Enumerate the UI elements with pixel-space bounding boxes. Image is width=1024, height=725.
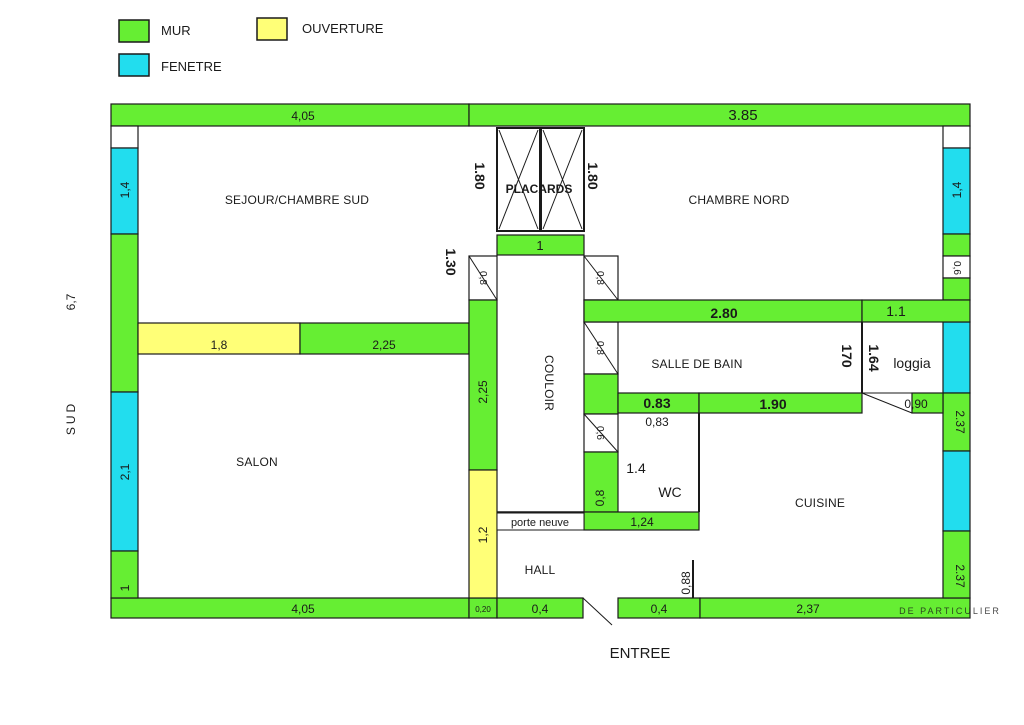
dim-bath-170: 170 [839, 344, 855, 368]
window-right-mid [942, 450, 971, 532]
wall-bottom-left [110, 597, 470, 619]
placards [496, 127, 585, 256]
dim-placard-right: 1.80 [585, 162, 601, 189]
dim-hall-opening: 1,2 [476, 526, 490, 543]
legend-label-fenetre: FENETRE [161, 59, 222, 74]
dim-kitchen-door: 0,88 [679, 571, 693, 595]
placard-bottom-wall [496, 234, 585, 256]
room-cuisine: CUISINE [795, 496, 845, 510]
wall-loggia-bottom [911, 392, 944, 414]
height-label: 6,7 [64, 293, 78, 310]
dim-door-sejour: 0,8 [477, 271, 488, 285]
dim-wc-wall: 0,8 [593, 489, 607, 506]
orientation-label: SUD [64, 401, 78, 435]
interior-walls [137, 255, 971, 626]
legend-swatch-fenetre [118, 53, 150, 77]
label-entree: ENTREE [610, 645, 671, 662]
dim-bath-164: 1.64 [866, 344, 882, 371]
dimension-labels: 4,05 3.85 1,4 2,1 1 1,4 0,6 2.37 2.37 1.… [118, 107, 967, 616]
dim-right-window-low: 2.37 [953, 564, 967, 588]
wall-right-top [942, 125, 971, 149]
dim-door-wc: 0,6 [594, 426, 605, 440]
window-right-loggia [942, 321, 971, 394]
dim-wc-top-bold: 0.83 [643, 395, 670, 411]
opening-sejour-salon [137, 322, 301, 355]
dim-top-right: 3.85 [728, 107, 757, 124]
wall-bottom-right [699, 597, 971, 619]
legend-swatch-ouverture [256, 17, 288, 41]
dim-sejour-opening: 1,8 [211, 338, 228, 352]
room-wc: WC [658, 484, 681, 500]
dim-door-bath: 0,8 [594, 341, 605, 355]
room-placards: PLACARDS [506, 182, 573, 196]
wall-left-bottom [110, 550, 139, 599]
wall-bath-bottom-b [698, 392, 863, 414]
wall-right-mid [942, 392, 971, 452]
dim-left-bottom: 1 [118, 584, 132, 591]
legend-label-mur: MUR [161, 23, 191, 38]
dim-top-left: 4,05 [291, 109, 315, 123]
window-left-mid [110, 391, 139, 552]
dim-placard-bottom: 1 [536, 238, 543, 253]
dim-bottom-left: 4,05 [291, 602, 315, 616]
legend: MUR OUVERTURE FENETRE [118, 17, 384, 77]
wall-right-a [942, 233, 971, 257]
room-labels: SEJOUR/CHAMBRE SUD CHAMBRE NORD PLACARDS… [225, 182, 931, 662]
room-salle-de-bain: SALLE DE BAIN [651, 357, 742, 371]
legend-swatch-mur [118, 19, 150, 43]
dim-right-small: 0,6 [951, 261, 962, 275]
outer-walls [110, 103, 971, 619]
dim-loggia-bottom: 0,90 [904, 397, 928, 411]
wall-sejour-salon [299, 322, 470, 355]
wall-bottom-hall [496, 597, 584, 619]
dim-right-window-top: 1,4 [950, 181, 964, 198]
watermark: DE PARTICULIER [899, 606, 1001, 616]
dim-sejour-wall: 2,25 [372, 338, 396, 352]
dim-bath-wall: 2.80 [710, 305, 737, 321]
window-left-top [110, 147, 139, 235]
label-porte-neuve: porte neuve [511, 517, 569, 529]
dim-couloir-wall: 2,25 [476, 380, 490, 404]
dim-wc-height: 1.4 [626, 460, 646, 476]
legend-label-ouverture: OUVERTURE [302, 21, 384, 36]
window-right-top [942, 147, 971, 235]
wall-right-low [942, 530, 971, 599]
room-loggia: loggia [893, 355, 931, 371]
dim-bottom-hall: 0,4 [532, 602, 549, 616]
dim-bottom-small: 0,20 [475, 605, 491, 614]
wall-couloir-right-b [583, 373, 619, 415]
room-couloir: COULOIR [542, 355, 556, 411]
room-chambre-nord: CHAMBRE NORD [688, 193, 789, 207]
dim-door-chambre: 0,8 [594, 271, 605, 285]
wall-couloir-left [468, 299, 498, 471]
wall-left-mid [110, 233, 139, 393]
dim-right-window-mid: 2.37 [953, 410, 967, 434]
room-hall: HALL [525, 563, 556, 577]
wall-loggia-top [861, 299, 971, 323]
dim-couloir-top: 1.30 [443, 248, 459, 275]
room-salon: SALON [236, 455, 278, 469]
wall-top-right [468, 103, 971, 127]
dim-loggia-wall: 1.1 [886, 303, 906, 319]
wall-left-top [110, 125, 139, 149]
dim-bath-bottom: 1.90 [759, 396, 786, 412]
dim-wc-bottom: 1,24 [630, 515, 654, 529]
dim-placard-left: 1.80 [472, 162, 488, 189]
dim-wc-width: 0,83 [645, 415, 669, 429]
dim-bottom-entry: 0,4 [651, 602, 668, 616]
dim-left-window-top: 1,4 [118, 181, 132, 198]
dim-left-window-mid: 2,1 [118, 463, 132, 480]
room-sejour: SEJOUR/CHAMBRE SUD [225, 193, 369, 207]
opening-hall [468, 469, 498, 599]
dim-bottom-right: 2,37 [796, 602, 820, 616]
porte-neuve-box [496, 512, 585, 531]
wall-top-left [110, 103, 470, 127]
wall-right-c [942, 277, 971, 301]
